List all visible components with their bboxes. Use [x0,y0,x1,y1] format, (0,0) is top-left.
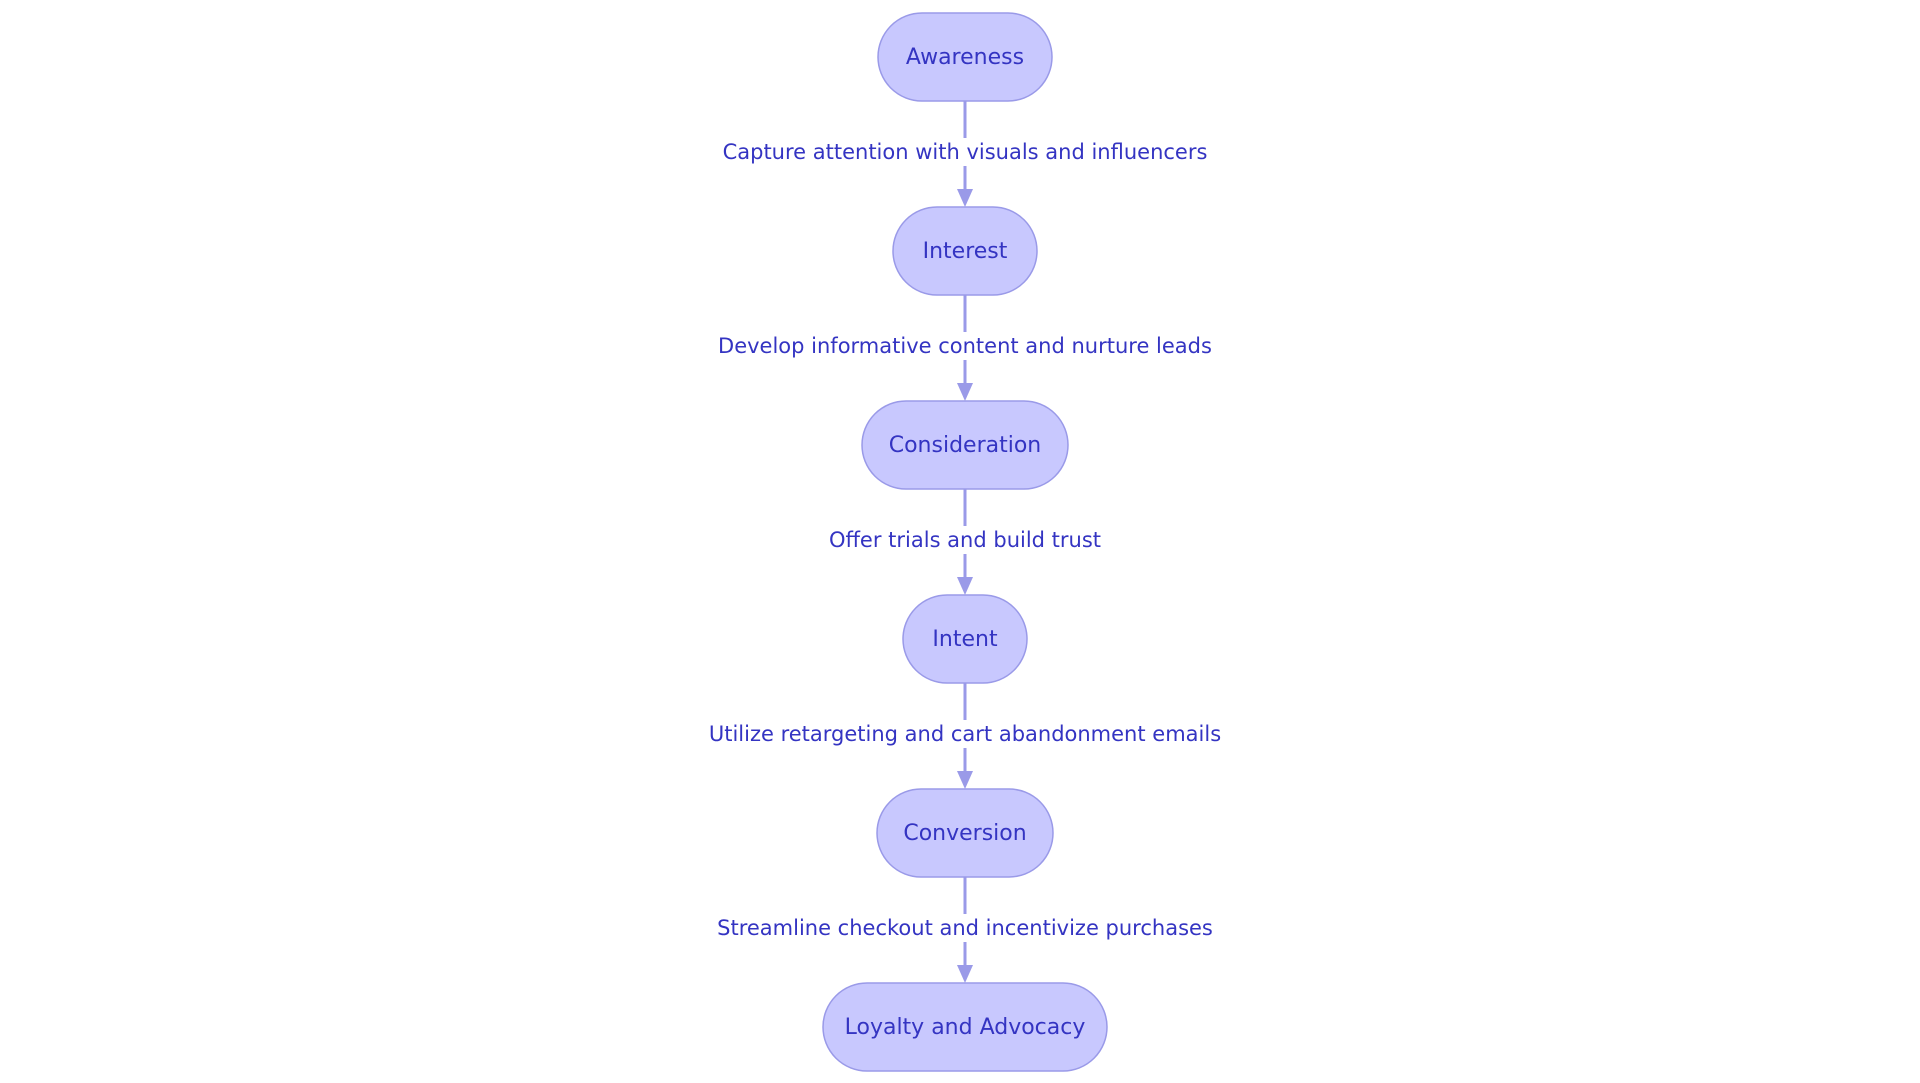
node-conversion: Conversion [876,788,1054,878]
node-intent-label: Intent [932,627,998,652]
node-interest-shape [892,206,1038,296]
node-conversion-label: Conversion [903,821,1026,846]
arrow-head [957,771,973,789]
node-intent: Intent [902,594,1028,684]
edge-label: Offer trials and build trust [829,528,1101,552]
edge-intent-to-conversion: Utilize retargeting and cart abandonment… [704,683,1226,789]
edge-label-background [704,720,1226,748]
arrow-head [957,383,973,401]
node-loyalty-shape [822,982,1108,1072]
edge-label-background [713,914,1217,942]
node-interest: Interest [892,206,1038,296]
edge-awareness-to-interest: Capture attention with visuals and influ… [718,101,1212,207]
node-consideration-label: Consideration [889,433,1042,458]
edge-label: Streamline checkout and incentivize purc… [717,916,1213,940]
edge-label: Utilize retargeting and cart abandonment… [709,722,1221,746]
edge-label-background [824,526,1106,554]
node-awareness: Awareness [877,12,1053,102]
arrow-head [957,965,973,983]
node-intent-shape [902,594,1028,684]
arrow-head [957,189,973,207]
node-interest-label: Interest [923,239,1008,264]
edge-label: Develop informative content and nurture … [718,334,1212,358]
arrow-head [957,577,973,595]
node-conversion-shape [876,788,1054,878]
edge-interest-to-consideration: Develop informative content and nurture … [714,295,1216,401]
nodes-layer: AwarenessInterestConsiderationIntentConv… [822,12,1108,1072]
edges-layer: Capture attention with visuals and influ… [704,101,1226,983]
node-consideration: Consideration [861,400,1069,490]
edge-consideration-to-intent: Offer trials and build trust [824,489,1106,595]
node-consideration-shape [861,400,1069,490]
node-loyalty: Loyalty and Advocacy [822,982,1108,1072]
node-loyalty-label: Loyalty and Advocacy [845,1015,1086,1040]
edge-label-background [718,138,1212,166]
node-awareness-label: Awareness [906,45,1024,70]
edge-label-background [714,332,1216,360]
edge-conversion-to-loyalty: Streamline checkout and incentivize purc… [713,877,1217,983]
edge-label: Capture attention with visuals and influ… [723,140,1208,164]
node-awareness-shape [877,12,1053,102]
